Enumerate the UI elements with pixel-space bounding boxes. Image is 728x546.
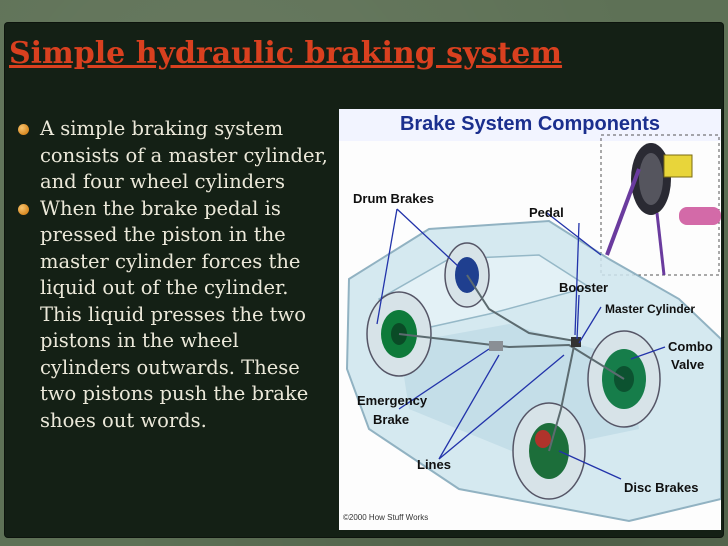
- slide-title: Simple hydraulic braking system: [9, 36, 563, 71]
- label-booster: Booster: [559, 280, 609, 295]
- label-valve: Valve: [671, 357, 705, 372]
- brake-diagram-illustration: [339, 109, 721, 523]
- diagram-title: Brake System Components: [399, 113, 661, 135]
- label-pedal: Pedal: [529, 205, 564, 220]
- bullet-list: A simple braking system consists of a ma…: [18, 116, 328, 434]
- label-drum-brakes: Drum Brakes: [353, 191, 434, 206]
- label-disc-brakes: Disc Brakes: [624, 480, 699, 495]
- bullet-text: When the brake pedal is pressed the pist…: [40, 196, 309, 432]
- bullet-dot-icon: [18, 203, 29, 215]
- label-lines: Lines: [417, 457, 451, 472]
- bullet-item: A simple braking system consists of a ma…: [18, 116, 328, 196]
- label-brake: Brake: [373, 412, 410, 427]
- bullet-dot-icon: [18, 124, 29, 135]
- label-combo: Combo: [668, 339, 713, 354]
- image-credit: ©2000 How Stuff Works: [343, 513, 429, 522]
- label-emergency: Emergency: [357, 393, 428, 408]
- label-master-cylinder: Master Cylinder: [605, 302, 696, 316]
- bullet-text: A simple braking system consists of a ma…: [40, 117, 328, 193]
- bullet-item: When the brake pedal is pressed the pist…: [18, 196, 328, 435]
- brake-diagram: Brake System Components Drum Brakes Peda…: [339, 109, 721, 530]
